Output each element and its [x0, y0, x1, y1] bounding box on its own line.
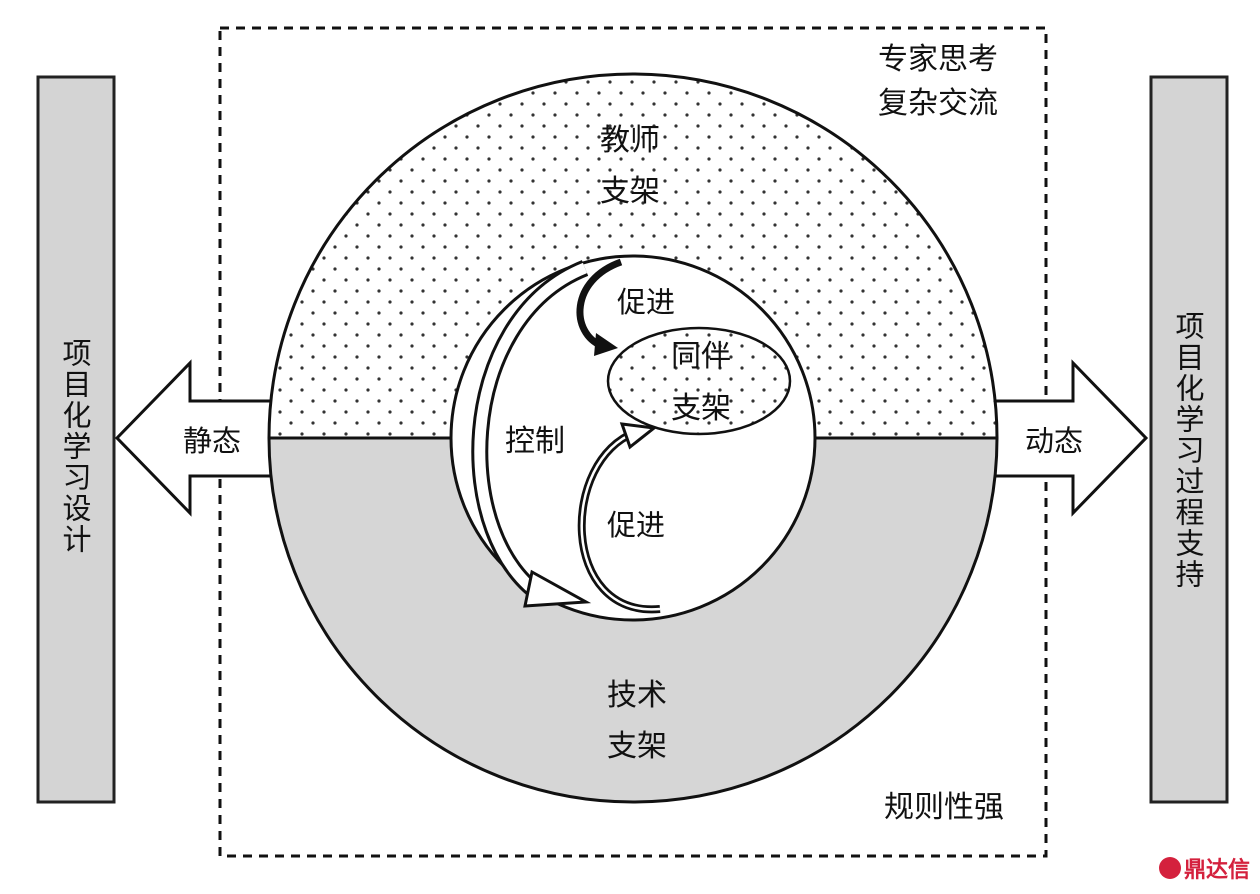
right-arrow-label: 动态: [1025, 424, 1083, 458]
right-bar-label: 项目化学习过程支持: [1171, 311, 1205, 590]
top-right-note: 专家思考 复杂交流: [878, 38, 998, 126]
top-right-note-line-2: 复杂交流: [878, 86, 998, 121]
teacher-scaffold-label-1: 教师: [600, 123, 660, 158]
control-arrow: [471, 260, 592, 608]
peer-scaffold-ellipse: [606, 326, 792, 436]
bottom-right-note: 规则性强: [884, 790, 1004, 825]
tech-scaffold-label-1: 技术: [607, 678, 667, 713]
watermark-text: 鼎达信: [1183, 858, 1250, 883]
left-bar-label: 项目化学习设计: [58, 338, 92, 555]
control-label: 控制: [505, 424, 565, 459]
promote-top-label: 促进: [617, 285, 675, 319]
top-right-note-line-1: 专家思考: [878, 42, 998, 77]
promote-arrow-top: [576, 258, 623, 356]
left-arrow-label: 静态: [183, 424, 241, 458]
promote-bottom-label: 促进: [607, 508, 665, 542]
promote-arrow-bottom: [577, 422, 661, 614]
tech-scaffold-label-2: 支架: [607, 729, 667, 764]
watermark: 鼎达信: [1158, 852, 1250, 884]
peer-scaffold-label-1: 同伴: [671, 339, 731, 374]
teacher-scaffold-label-2: 支架: [600, 174, 660, 209]
left-bar: [36, 75, 116, 804]
peer-scaffold-label-2: 支架: [671, 391, 731, 426]
watermark-logo-icon: [1158, 857, 1181, 879]
right-bar: [1149, 75, 1229, 804]
